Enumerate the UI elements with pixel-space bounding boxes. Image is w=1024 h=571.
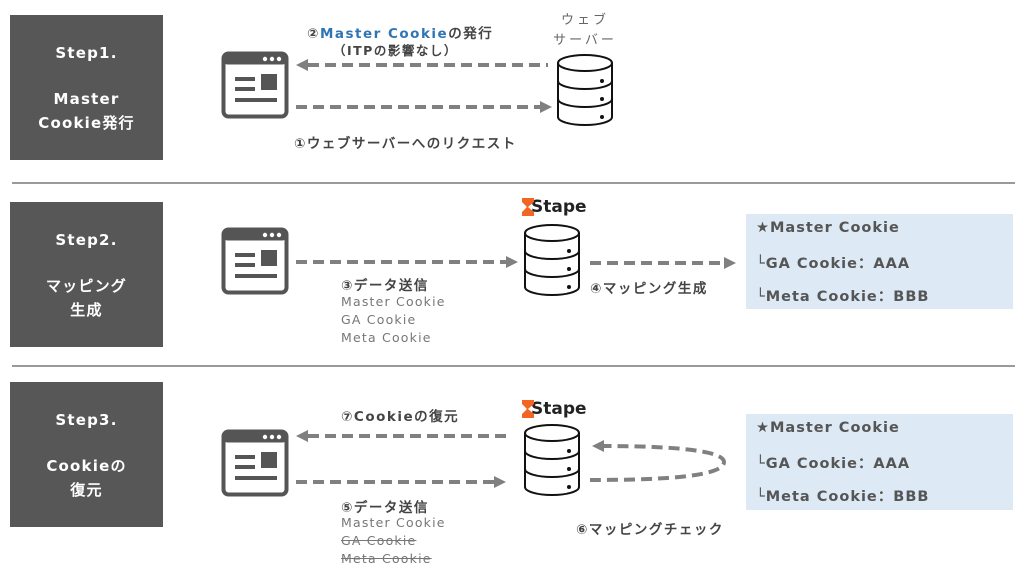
step2-subtitle-line1: マッピング [45,276,127,295]
mapping-check-label: ⑥マッピングチェック [576,522,724,538]
itp-note: （ITPの影響なし） [333,43,458,58]
step3-box: Step3. Cookieの 復元 [10,382,163,527]
browser-window-icon [221,227,289,295]
step1-title: Step1. [55,43,118,62]
data-send-arrow [296,256,518,268]
stape-logo-mark-icon [522,198,534,216]
mapping-label: ④マッピング生成 [590,281,708,297]
response-arrow [296,59,548,71]
mapping-row-ga: └GA Cookie：AAA [756,456,911,472]
section-divider-2 [12,365,1015,367]
step1-box: Step1. Master Cookie発行 [10,15,163,160]
mapping-check-loop-arrow [589,440,727,482]
master-cookie-highlight: Master Cookie [319,26,449,42]
step3-subtitle-line1: Cookieの [46,456,127,475]
mapping-row-ga: └GA Cookie：AAA [756,256,911,272]
data-send-items: Master Cookie GA Cookie Meta Cookie [341,294,446,345]
database-server-icon [557,54,613,126]
response-label: ②Master Cookieの発行 [307,26,494,42]
mapping-row-meta: └Meta Cookie：BBB [756,289,930,305]
mapping-table-header: ★Master Cookie [756,420,900,436]
step3-title: Step3. [55,410,118,429]
data-send-items: Master Cookie GA Cookie Meta Cookie [341,514,446,568]
data-send-arrow [296,476,506,488]
request-arrow [296,101,552,113]
web-server-caption: ウェブ サーバー [553,13,617,48]
browser-window-icon [221,51,289,119]
mapping-table: ★Master Cookie └GA Cookie：AAA └Meta Cook… [746,414,1013,510]
step2-box: Step2. マッピング 生成 [10,202,163,347]
send-item-master: Master Cookie [341,515,446,530]
request-label: ①ウェブサーバーへのリクエスト [294,136,517,152]
mapping-row-meta: └Meta Cookie：BBB [756,489,930,505]
mapping-table-header: ★Master Cookie [756,220,900,236]
stape-logo: Stape [522,197,587,217]
stape-logo: Stape [522,399,587,419]
browser-window-icon [221,429,289,497]
send-item-meta-struck: Meta Cookie [341,551,432,566]
mapping-arrow [590,257,736,269]
stape-server-icon [524,424,580,496]
data-send-label: ③データ送信 [341,278,429,294]
send-item-ga-struck: GA Cookie [341,533,417,548]
stape-server-icon [524,224,580,296]
step1-subtitle-line1: Master [53,89,120,108]
data-send-label: ⑤データ送信 [341,500,429,516]
mapping-table: ★Master Cookie └GA Cookie：AAA └Meta Cook… [746,214,1013,309]
stape-logo-mark-icon [522,400,534,418]
step1-subtitle-line2: Cookie発行 [38,113,135,132]
restore-label: ⑦Cookieの復元 [341,409,460,425]
step3-subtitle-line2: 復元 [70,480,103,499]
step2-title: Step2. [55,230,118,249]
restore-arrow [296,430,506,442]
section-divider-1 [12,182,1015,184]
step2-subtitle-line2: 生成 [70,300,103,319]
